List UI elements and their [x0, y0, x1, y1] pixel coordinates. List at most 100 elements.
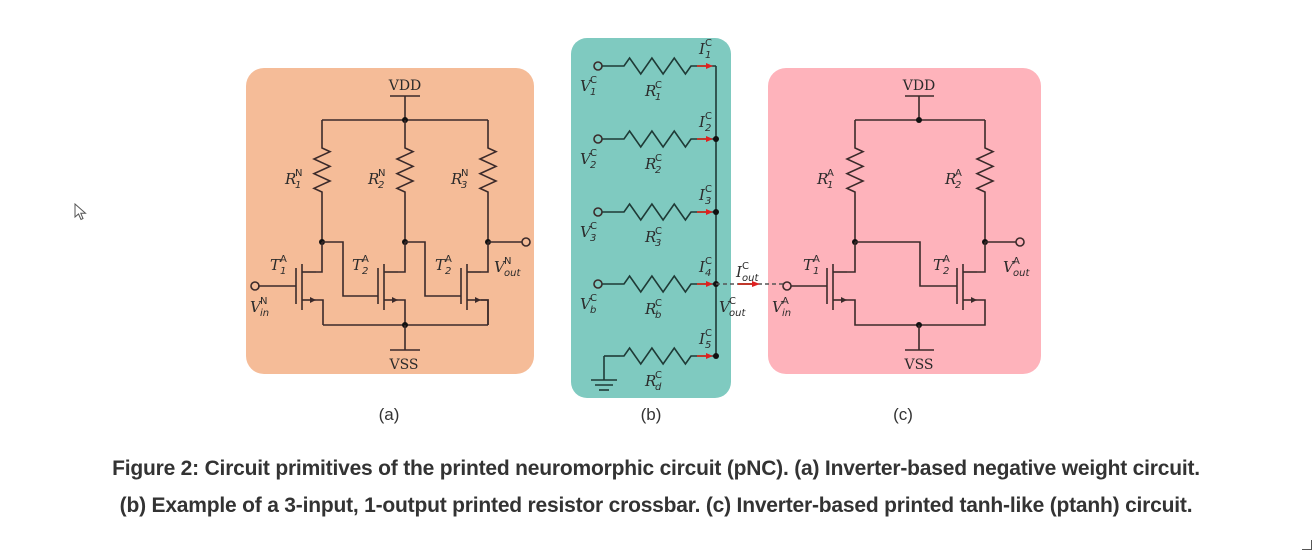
label-R1N-sup: N	[295, 168, 302, 179]
label-R4C: RCb	[644, 298, 662, 321]
source-arrow-icon	[475, 297, 481, 303]
label-R2A: RA2	[944, 168, 962, 191]
input-terminal	[250, 281, 260, 291]
label-T1A-sup: A	[280, 254, 287, 265]
label-vin-sub: in	[782, 308, 791, 319]
label-V2-base: V	[580, 150, 593, 168]
figure-caption: Figure 2: Circuit primitives of the prin…	[0, 450, 1312, 524]
current-arrowhead-icon	[706, 63, 713, 69]
label-T2A-sup: A	[943, 254, 950, 265]
resistor-RA2	[975, 140, 995, 200]
label-R2C-sub: 2	[655, 165, 661, 176]
label-T2A-sub: 2	[943, 266, 949, 277]
label-R1A-sup: A	[827, 168, 834, 179]
current-arrowhead-icon	[706, 281, 713, 287]
label-vout-sub: out	[504, 268, 521, 279]
label-Vout-sub: out	[729, 308, 746, 319]
current-arrowhead-icon	[706, 136, 713, 142]
label-T1A-sub: 1	[280, 266, 286, 277]
vdd-label: VDD	[388, 78, 422, 94]
label-R2A-sup: A	[955, 168, 962, 179]
resistor-RC3	[620, 202, 695, 222]
label-V4-sup: C	[590, 293, 597, 304]
output-terminal	[521, 237, 531, 247]
vdd-label: VDD	[902, 78, 936, 94]
label-T3A-base: T	[435, 256, 446, 274]
label-R5C-sup: C	[655, 370, 662, 381]
label-I2-sup: C	[705, 111, 712, 122]
label-V2-sub: 2	[590, 160, 596, 171]
label-R3C-sub: 3	[655, 238, 661, 249]
label-R4C-base: R	[644, 300, 656, 318]
label-R1N: RN1	[284, 168, 302, 191]
label-V3-sub: 3	[590, 233, 596, 244]
label-I5-sub: 5	[705, 340, 711, 351]
label-R2A-base: R	[944, 170, 956, 188]
panel-c-label: (c)	[893, 405, 913, 424]
label-Iout-sup: C	[742, 261, 749, 272]
source-arrow-icon	[392, 297, 398, 303]
label-vin-base: V	[250, 298, 263, 316]
label-R3C-sup: C	[655, 226, 662, 237]
label-T1A-base: T	[270, 256, 281, 274]
resize-corner-icon	[1302, 540, 1312, 550]
label-R2C-sup: C	[655, 153, 662, 164]
label-V4-sub: b	[590, 305, 596, 316]
label-R5C-sub: d	[655, 382, 662, 393]
label-R1A-sub: 1	[827, 180, 833, 191]
label-T2A-base: T	[933, 256, 944, 274]
label-R1N-base: R	[284, 170, 296, 188]
source-arrow-icon	[971, 297, 977, 303]
label-R3C: RC3	[644, 226, 662, 249]
label-I1-sub: 1	[705, 50, 711, 61]
label-R1C-base: R	[644, 82, 656, 100]
vss-label: VSS	[388, 357, 418, 373]
resistor-RC5	[620, 346, 695, 366]
label-R2A-sub: 2	[955, 180, 961, 191]
panel-b-label: (b)	[641, 405, 662, 424]
transistor-T3	[460, 264, 481, 310]
label-I3-sub: 3	[705, 196, 711, 207]
label-V1-sup: C	[590, 75, 597, 86]
resistor-RN1	[312, 140, 332, 200]
label-Iout-base: I	[735, 263, 743, 281]
label-R2N: RN2	[367, 168, 385, 191]
wire	[481, 299, 489, 325]
label-Iout-sub: out	[742, 273, 759, 284]
label-vout-sub: out	[1013, 268, 1030, 279]
source-arrow-icon	[841, 297, 847, 303]
label-T3A-sup: A	[445, 254, 452, 265]
label-R1C-sub: 1	[655, 92, 661, 103]
current-arrowhead-icon	[706, 209, 713, 215]
label-R5C: RCd	[644, 370, 662, 393]
label-V4-base: V	[580, 295, 593, 313]
label-T3A-sub: 2	[445, 266, 451, 277]
caption-line-1: Figure 2: Circuit primitives of the prin…	[112, 457, 1200, 480]
junction-dot	[713, 209, 719, 215]
label-R2N-base: R	[367, 170, 379, 188]
junction-dot	[713, 136, 719, 142]
output-current-arrowhead-icon	[752, 281, 760, 287]
label-T2A-sup: A	[362, 254, 369, 265]
caption-line-2: (b) Example of a 3-input, 1-output print…	[119, 494, 1193, 517]
label-Vout-sup: C	[729, 296, 736, 307]
wire	[855, 241, 957, 287]
wire	[316, 242, 323, 273]
label-I4-base: I	[698, 258, 706, 276]
label-R1A: RA1	[816, 168, 834, 191]
wire	[322, 241, 378, 297]
wire	[481, 242, 489, 273]
label-R1C: RC1	[644, 80, 662, 103]
resistor-RC1	[620, 56, 695, 76]
